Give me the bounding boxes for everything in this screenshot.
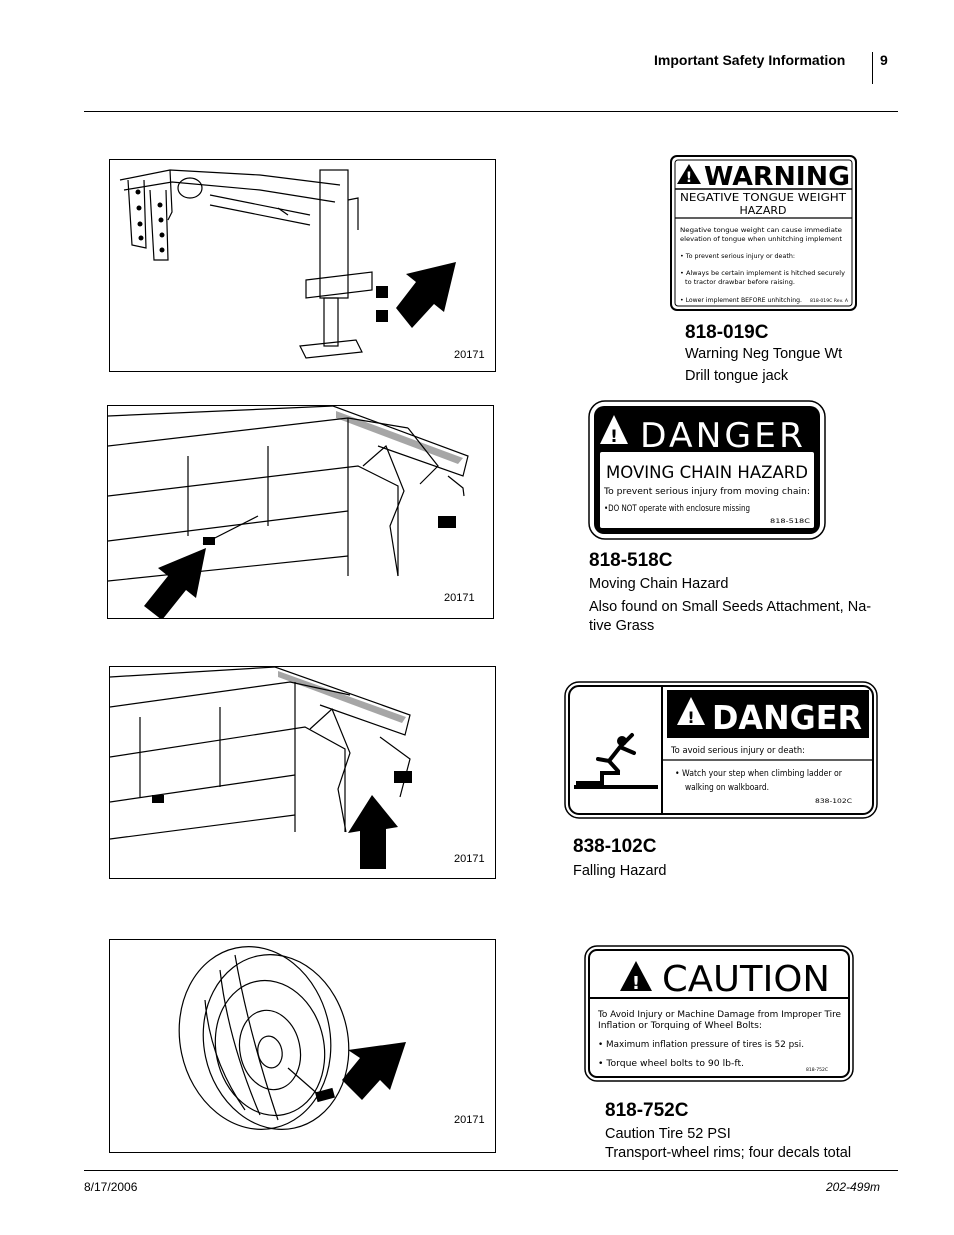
footer-date: 8/17/2006 (84, 1180, 138, 1194)
decal-part-number: 818-019C (685, 322, 769, 343)
falling-hazard-decal-graphic: ! DANGER To avoid serious injury or deat… (564, 681, 878, 819)
footer-rule (84, 1170, 898, 1171)
decal-location: Transport-wheel rims; four decals total (605, 1145, 852, 1161)
decal-code: 818-518C (770, 517, 811, 525)
drill-walkboard-illustration (110, 667, 412, 869)
svg-text:!: ! (610, 427, 618, 447)
decal-caution-tire: ! CAUTION To Avoid Injury or Machine Dam… (584, 945, 854, 1082)
decal-description: Falling Hazard (573, 863, 667, 879)
decal-code: 818-752C (806, 1067, 828, 1073)
decal-location: Also found on Small Seeds Attachment, Na… (589, 599, 872, 615)
decal-signal-word: DANGER (712, 698, 862, 737)
decal-body-text: To prevent serious injury from moving ch… (603, 487, 810, 497)
decal-hazard: NEGATIVE TONGUE WEIGHT (680, 191, 846, 204)
danger-decal-graphic: ! DANGER MOVING CHAIN HAZARD To prevent … (588, 400, 826, 540)
decal-body-text: •DO NOT operate with enclosure missing (604, 504, 750, 514)
decal-body-text: Negative tongue weight can cause immedia… (680, 227, 842, 234)
decal-location: Drill tongue jack (685, 368, 789, 384)
tongue-jack-illustration (119, 169, 456, 359)
decal-body-text: walking on walkboard. (685, 783, 769, 793)
decal-part-number: 818-752C (605, 1100, 689, 1121)
decal-body-text: • Watch your step when climbing ladder o… (675, 769, 842, 779)
figure-number: 20171 (444, 592, 475, 604)
decal-body-text: • Always be certain implement is hitched… (680, 270, 845, 277)
decal-code: 818-019C Rev. A (810, 298, 848, 303)
figure-chain-enclosure: 20171 (107, 405, 494, 619)
decal-danger-falling: ! DANGER To avoid serious injury or deat… (564, 681, 878, 819)
page-number: 9 (880, 52, 888, 68)
alert-triangle-icon (620, 961, 652, 991)
transport-wheel-illustration (178, 946, 406, 1130)
decal-body-text: • Torque wheel bolts to 90 lb-ft. (598, 1059, 744, 1069)
decal-signal-word: CAUTION (662, 959, 830, 1000)
alert-triangle-icon (600, 415, 628, 444)
warning-decal-graphic: ! WARNING NEGATIVE TONGUE WEIGHT HAZARD … (670, 155, 857, 311)
decal-code: 838-102C (815, 797, 853, 805)
svg-text:!: ! (632, 973, 640, 994)
decal-hazard: HAZARD (740, 204, 787, 217)
svg-text:!: ! (686, 170, 692, 186)
decal-signal-word: DANGER (640, 416, 806, 456)
decal-location: tive Grass (589, 618, 655, 634)
figure-number: 20171 (454, 853, 485, 865)
decal-body-text: To avoid serious injury or death: (670, 746, 805, 756)
decal-signal-word: WARNING (704, 162, 850, 192)
running-header-title: Important Safety Information (654, 52, 846, 68)
decal-part-number: 838-102C (573, 836, 657, 857)
decal-danger-moving-chain: ! DANGER MOVING CHAIN HAZARD To prevent … (588, 400, 826, 540)
header-divider (872, 52, 873, 84)
figure-walkboard: 20171 (109, 666, 496, 879)
decal-warning-tongue-weight: ! WARNING NEGATIVE TONGUE WEIGHT HAZARD … (670, 155, 857, 311)
figure-tire: 20171 (109, 939, 496, 1153)
decal-body-text: • Lower implement BEFORE unhitching. (680, 297, 802, 304)
figure-number: 20171 (454, 349, 485, 361)
decal-body-text: elevation of tongue when unhitching impl… (680, 236, 843, 243)
caution-decal-graphic: ! CAUTION To Avoid Injury or Machine Dam… (584, 945, 854, 1082)
decal-hazard: MOVING CHAIN HAZARD (606, 463, 808, 483)
decal-description: Caution Tire 52 PSI (605, 1126, 731, 1142)
drill-hopper-illustration (108, 406, 469, 618)
figure-tongue-jack: 20171 (109, 159, 496, 372)
decal-body-text: to tractor drawbar before raising. (685, 279, 795, 286)
header-rule (84, 111, 898, 112)
svg-text:!: ! (687, 708, 694, 727)
decal-body-text: To Avoid Injury or Machine Damage from I… (597, 1010, 841, 1020)
falling-person-icon (574, 733, 658, 789)
alert-triangle-icon (677, 164, 701, 184)
decal-description: Warning Neg Tongue Wt (685, 346, 843, 362)
footer-doc-number: 202-499m (826, 1180, 881, 1194)
decal-body-text: Inflation or Torquing of Wheel Bolts: (598, 1021, 762, 1031)
decal-description: Moving Chain Hazard (589, 576, 729, 592)
decal-body-text: • To prevent serious injury or death: (680, 253, 795, 260)
decal-part-number: 818-518C (589, 550, 673, 571)
alert-triangle-icon (677, 697, 705, 725)
figure-number: 20171 (454, 1114, 485, 1126)
decal-body-text: • Maximum inflation pressure of tires is… (598, 1040, 804, 1050)
